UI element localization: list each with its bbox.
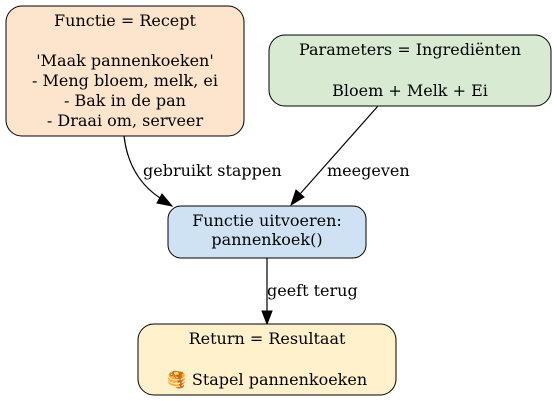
node-return-resultaat: Return = Resultaat 🥞 Stapel pannenkoeken: [137, 323, 397, 396]
node-resultaat-value: 🥞 Stapel pannenkoeken: [167, 370, 367, 390]
node-functie-step-3: - Draai om, serveer: [47, 111, 204, 130]
node-parameters-ingredienten: Parameters = Ingrediënten Bloem + Melk +…: [268, 34, 552, 107]
node-resultaat-title: Return = Resultaat: [189, 329, 346, 348]
edge-label-geeft-terug: geeft terug: [267, 281, 358, 300]
node-parameters-value: Bloem + Melk + Ei: [332, 81, 488, 100]
node-uitvoeren-title: Functie uitvoeren:: [192, 211, 342, 230]
edge-label-meegeven: meegeven: [327, 161, 410, 180]
node-uitvoeren-box: [167, 205, 367, 259]
edge-label-gebruikt-stappen: gebruikt stappen: [143, 161, 282, 180]
node-functie-step-1: - Meng bloem, melk, ei: [32, 71, 218, 90]
node-functie-subtitle: 'Maak pannenkoeken': [36, 51, 213, 70]
node-functie-uitvoeren: Functie uitvoeren: pannenkoek(): [167, 205, 367, 259]
node-functie-step-2: - Bak in de pan: [64, 91, 186, 110]
node-functie-box: [5, 5, 245, 137]
node-functie-recept: Functie = Recept 'Maak pannenkoeken' - M…: [5, 5, 245, 137]
edge-uitvoeren-to-resultaat: geeft terug: [261, 258, 358, 326]
node-parameters-title: Parameters = Ingrediënten: [299, 40, 521, 59]
edge-parameters-to-uitvoeren: meegeven: [290, 105, 410, 207]
node-parameters-box: [268, 34, 552, 107]
edge-functie-to-uitvoeren: gebruikt stappen: [123, 135, 282, 207]
node-resultaat-box: [137, 323, 397, 396]
node-uitvoeren-call: pannenkoek(): [211, 230, 322, 249]
node-functie-title: Functie = Recept: [54, 11, 196, 30]
